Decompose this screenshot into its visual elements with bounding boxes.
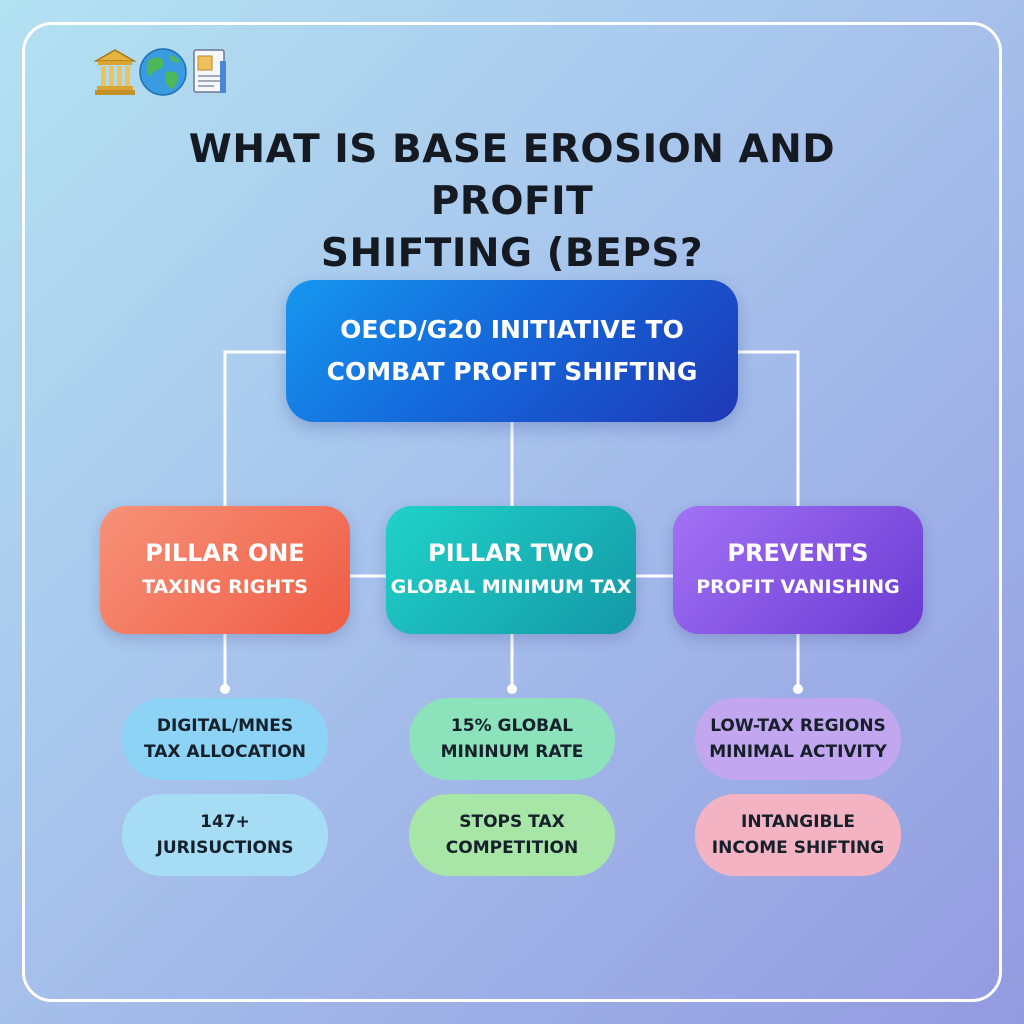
connector-main-right: [738, 350, 800, 506]
detail-intangible-income: Intangible Income Shifting: [695, 794, 901, 876]
pillar-one-box: Pillar One Taxing Rights: [100, 506, 350, 634]
main-line-1: OECD/G20 Initiative to: [340, 315, 684, 344]
detail-digital-mnes: Digital/MNEs Tax Allocation: [122, 698, 328, 780]
detail-line-1: Stops Tax: [459, 812, 565, 832]
detail-line-1: Low-Tax Regions: [710, 716, 886, 736]
header-icons: [94, 44, 230, 100]
pillar-two-title: Pillar Two: [428, 539, 594, 567]
detail-line-2: Minimal Activity: [709, 742, 887, 762]
prevents-box: Prevents Profit Vanishing: [673, 506, 923, 634]
detail-line-1: 15% Global: [450, 716, 574, 736]
detail-line-1: Intangible: [741, 812, 855, 832]
detail-line-1: Digital/MNEs: [156, 716, 294, 736]
detail-tax-competition: Stops Tax Competition: [409, 794, 615, 876]
classical-building-icon: [94, 49, 136, 95]
main-line-2: Combat Profit Shifting: [326, 357, 698, 386]
detail-line-2: Tax Allocation: [143, 742, 307, 762]
connector-dot-right: [793, 684, 803, 694]
detail-line-2: Competition: [445, 838, 579, 858]
title-line-1: What is Base Erosion and Profit: [188, 127, 836, 224]
globe-icon: [139, 48, 187, 96]
detail-jurisdictions: 147+ Jurisuctions: [122, 794, 328, 876]
pillar-one-subtitle: Taxing Rights: [142, 576, 308, 598]
prevents-title: Prevents: [727, 539, 869, 567]
detail-line-2: Income Shifting: [711, 838, 885, 858]
detail-global-rate: 15% Global Mininum Rate: [409, 698, 615, 780]
main-initiative-box: OECD/G20 Initiative to Combat Profit Shi…: [286, 280, 738, 422]
pillar-two-subtitle: Global Minimum Tax: [390, 576, 632, 598]
document-icon: [193, 49, 226, 93]
connector-dot-left: [220, 684, 230, 694]
detail-low-tax-regions: Low-Tax Regions Minimal Activity: [695, 698, 901, 780]
title-line-2: Shifting (BEPS?: [320, 231, 704, 276]
prevents-subtitle: Profit Vanishing: [696, 576, 900, 598]
card-frame: [22, 22, 1002, 1002]
connector-main-left: [223, 350, 286, 506]
detail-line-1: 147+: [200, 812, 250, 832]
pillar-two-box: Pillar Two Global Minimum Tax: [386, 506, 636, 634]
page-title: What is Base Erosion and Profit Shifting…: [112, 124, 912, 280]
detail-line-2: Mininum Rate: [440, 742, 584, 762]
connector-dot-center: [507, 684, 517, 694]
pillar-one-title: Pillar One: [145, 539, 305, 567]
detail-line-2: Jurisuctions: [156, 838, 294, 858]
